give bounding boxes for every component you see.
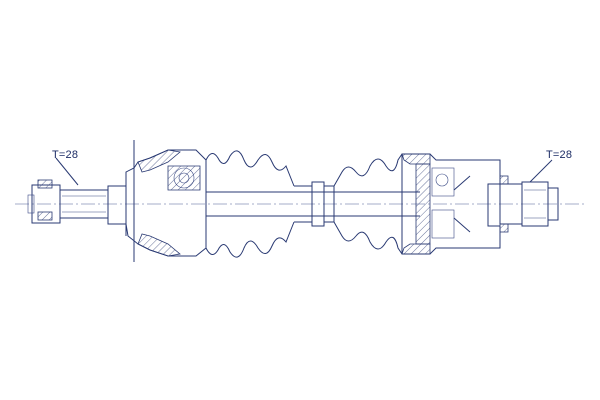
right-tripod-joint (401, 153, 501, 255)
shaft (206, 181, 420, 227)
left-spline-stub (27, 157, 109, 224)
right-spline-count-label: T=28 (546, 149, 573, 161)
left-cv-joint (107, 140, 207, 262)
left-spline-count-label: T=28 (52, 149, 79, 161)
right-boot (333, 153, 403, 255)
right-spline-stub (499, 159, 559, 233)
